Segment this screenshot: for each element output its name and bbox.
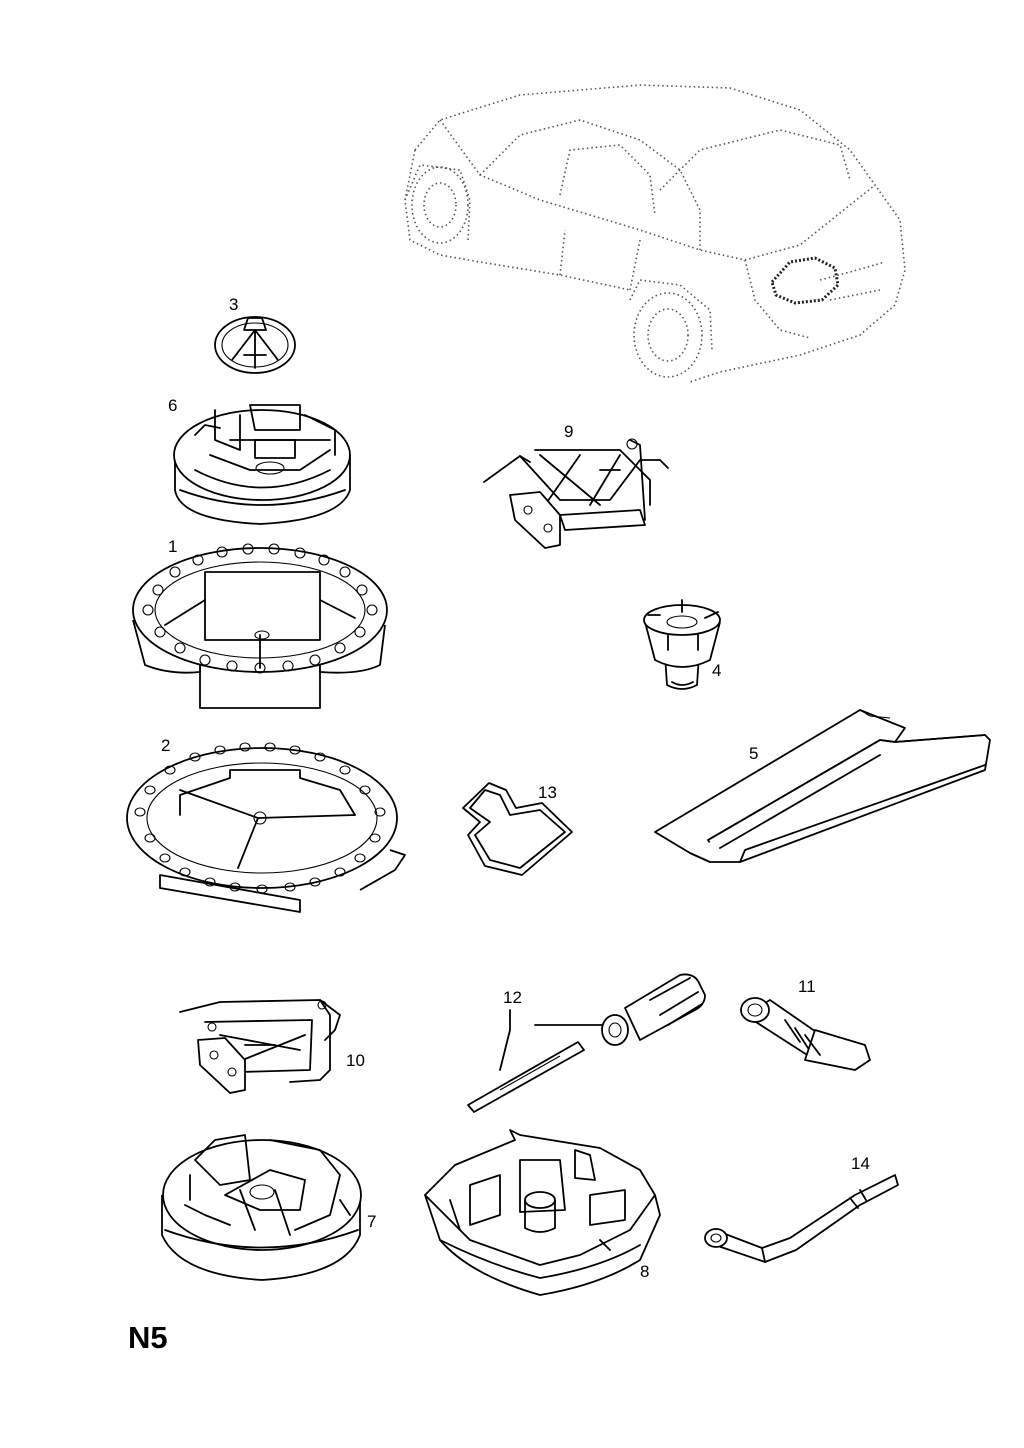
- part-2-drawing: [126, 742, 406, 913]
- callout-5: 5: [749, 744, 759, 763]
- callout-14: 14: [851, 1154, 870, 1173]
- callout-11: 11: [798, 977, 816, 996]
- part-1-drawing: [132, 543, 388, 709]
- callout-4: 4: [712, 661, 722, 680]
- callout-1: 1: [168, 537, 178, 556]
- callout-2: 2: [161, 736, 171, 755]
- part-6-drawing: [173, 404, 351, 525]
- part-13-drawing: [462, 782, 573, 876]
- part-4-drawing: [643, 599, 721, 690]
- part-7-drawing: [161, 1134, 362, 1281]
- callout-13: 13: [538, 783, 557, 802]
- part-3-drawing: [214, 316, 296, 374]
- part-8-drawing: [424, 1129, 661, 1296]
- car-illustration: [404, 84, 906, 383]
- part-14-drawing: [704, 1174, 899, 1263]
- callout-10: 10: [346, 1051, 365, 1070]
- part-11-drawing: [740, 997, 871, 1071]
- callout-3: 3: [229, 295, 239, 314]
- page-code: N5: [128, 1320, 168, 1355]
- callout-7: 7: [367, 1212, 377, 1231]
- part-5-drawing: [654, 709, 991, 863]
- part-9-drawing: [483, 438, 669, 549]
- callout-6: 6: [168, 396, 178, 415]
- callout-8: 8: [640, 1262, 650, 1281]
- callout-9: 9: [564, 422, 574, 441]
- callout-12: 12: [503, 988, 522, 1007]
- part-12-drawing: [467, 973, 706, 1113]
- part-10-drawing: [179, 999, 341, 1094]
